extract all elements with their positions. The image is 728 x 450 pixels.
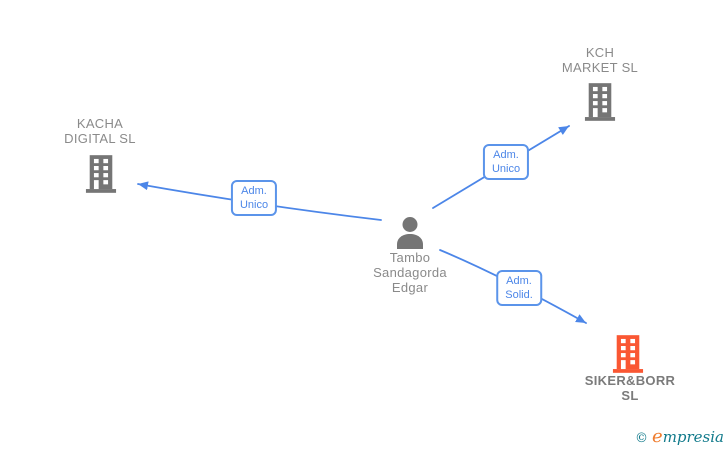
company-name-line: KACHA [76,116,124,131]
edge-label-adm-unico-kacha[interactable]: Adm. Unico [230,180,278,216]
company-name-line: KCH [585,45,615,60]
person-icon[interactable] [395,217,425,254]
person-name-line: Sandagorda [373,265,447,280]
edge-label-line: Adm. [241,185,267,197]
node-label-siker-borr[interactable]: SIKER&BORR SL [585,373,675,403]
company-name-line: DIGITAL SL [64,131,136,146]
company-name-line: MARKET SL [561,60,639,75]
edge-label-line: Adm. [493,149,519,161]
node-label-person[interactable]: Tambo Sandagorda Edgar [373,250,447,295]
empresia-logo-e: e [652,426,663,447]
person-name-line: Edgar [391,280,429,295]
empresia-logo: empresia [652,426,724,447]
empresia-watermark: © empresia [635,426,724,447]
copyright-icon: © [635,431,649,446]
edge-label-line: Solid. [505,289,533,301]
company-building-icon-kacha[interactable] [85,154,117,199]
node-label-kch-market[interactable]: KCH MARKET SL [562,45,638,75]
edge-label-adm-solid-siker[interactable]: Adm. Solid. [496,270,542,306]
company-building-icon-kch[interactable] [584,82,616,127]
company-name-line: SIKER&BORR [584,373,676,388]
edge-label-line: Unico [491,163,521,175]
company-building-icon-siker[interactable] [612,334,644,379]
edge-label-line: Adm. [506,275,532,287]
edge-label-line: Unico [239,199,269,211]
node-label-kacha-digital[interactable]: KACHA DIGITAL SL [64,116,136,146]
empresia-logo-rest: mpresia [662,428,724,446]
company-name-line: SL [621,388,639,403]
person-name-line: Tambo [389,250,431,265]
edge-label-adm-unico-kch[interactable]: Adm. Unico [482,144,530,180]
